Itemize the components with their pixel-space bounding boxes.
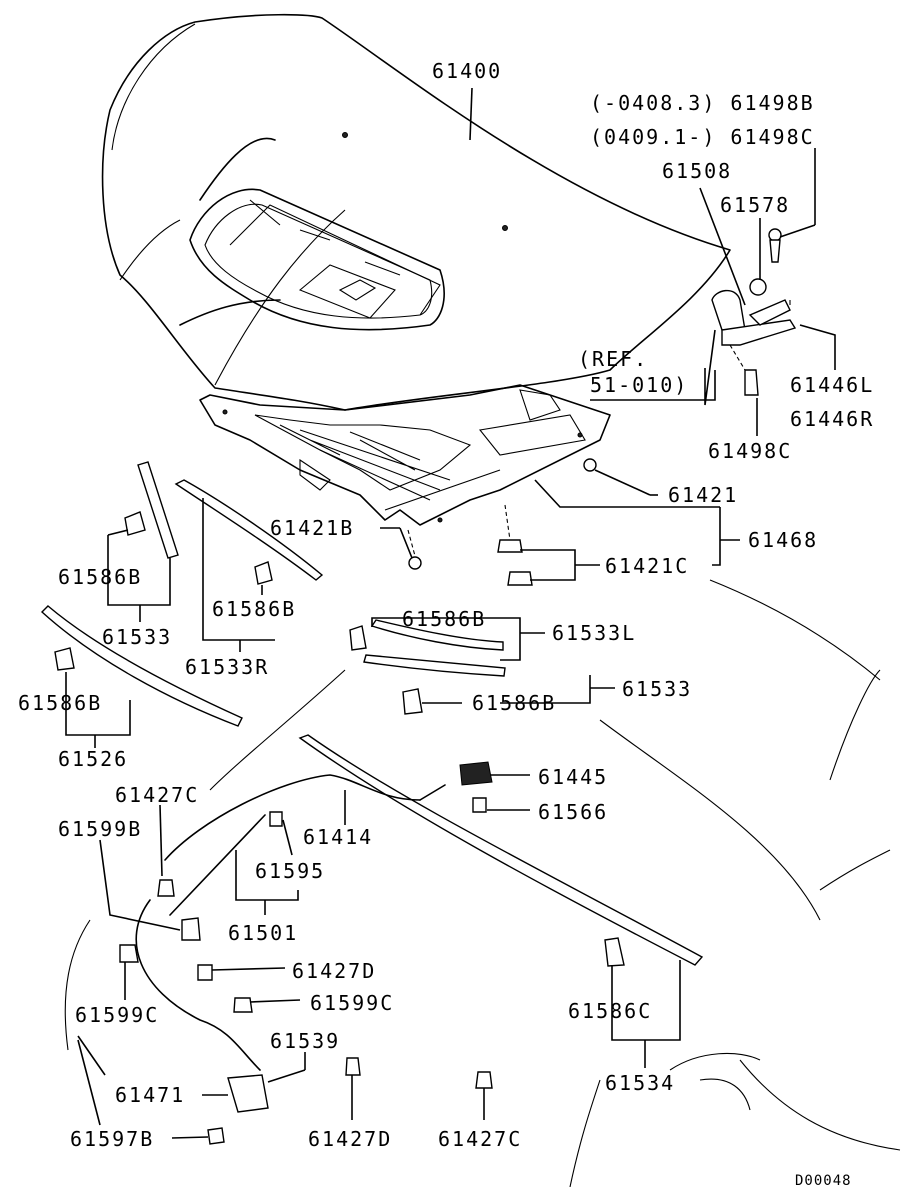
label-61599b: 61599B	[58, 817, 143, 841]
label-61533-b: 61533	[622, 677, 693, 701]
hood-panel	[101, 13, 731, 526]
weatherstrips	[40, 461, 506, 727]
label-61427c-b: 61427C	[438, 1127, 523, 1151]
label-61468: 61468	[748, 528, 819, 552]
clip-61586c	[604, 937, 625, 967]
label-61498c-range: (0409.1-) 61498C	[590, 125, 815, 149]
label-61427d-b: 61427D	[308, 1127, 393, 1151]
label-61421: 61421	[668, 483, 739, 507]
label-61533l: 61533L	[552, 621, 637, 645]
label-61501: 61501	[228, 921, 299, 945]
bumper-61421	[583, 458, 597, 472]
label-61526: 61526	[58, 747, 129, 771]
label-61427d-a: 61427D	[292, 959, 377, 983]
leader-lines	[65, 87, 836, 1139]
label-61597b: 61597B	[70, 1127, 155, 1151]
label-61446l: 61446L	[790, 373, 875, 397]
label-61586b-a: 61586B	[58, 565, 143, 589]
label-61578: 61578	[720, 193, 791, 217]
label-61421b: 61421B	[270, 516, 355, 540]
label-61586c: 61586C	[568, 999, 653, 1023]
release-cable	[119, 761, 493, 1145]
label-61471: 61471	[115, 1083, 186, 1107]
label-61586b-b: 61586B	[212, 597, 297, 621]
label-61599c-a: 61599C	[310, 991, 395, 1015]
label-61586b-e: 61586B	[18, 691, 103, 715]
label-61586b-c: 61586B	[402, 607, 487, 631]
cowl-seal	[298, 734, 704, 966]
label-61498b-range: (-0408.3) 61498B	[590, 91, 815, 115]
label-61586b-d: 61586B	[472, 691, 557, 715]
label-ref-line-1: (REF.	[578, 347, 649, 371]
label-61508: 61508	[662, 159, 733, 183]
hood-hinge	[711, 228, 797, 396]
clip-61421c-b	[507, 571, 533, 586]
label-61539: 61539	[270, 1029, 341, 1053]
label-61498c: 61498C	[708, 439, 793, 463]
label-61566: 61566	[538, 800, 609, 824]
label-61400: 61400	[432, 59, 503, 83]
body-outline	[64, 579, 901, 1187]
label-61427c-a: 61427C	[115, 783, 200, 807]
label-61534: 61534	[605, 1071, 676, 1095]
diagram-code: D00048	[795, 1173, 852, 1189]
label-61446r: 61446R	[790, 407, 875, 431]
label-61414: 61414	[303, 825, 374, 849]
label-61445: 61445	[538, 765, 609, 789]
label-61421c: 61421C	[605, 554, 690, 578]
label-ref-line-2: 51-010)	[590, 373, 689, 397]
clip-61421c-a	[497, 539, 523, 553]
label-61533r: 61533R	[185, 655, 270, 679]
label-61595: 61595	[255, 859, 326, 883]
label-61599c-b: 61599C	[75, 1003, 160, 1027]
label-61533-a: 61533	[102, 625, 173, 649]
bumper-61421b	[408, 556, 422, 570]
